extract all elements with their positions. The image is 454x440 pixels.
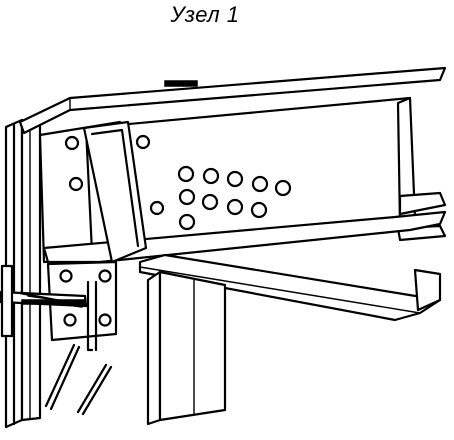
threaded-rod [0, 290, 88, 308]
column-splice-plate [0, 264, 14, 338]
drawing-title: Узел 1 [170, 2, 240, 27]
secondary-beam [138, 253, 442, 322]
beam-end-flange [398, 191, 447, 216]
gusset-bolts [64, 134, 165, 216]
anchor-rods [44, 280, 113, 416]
lower-support [146, 270, 227, 426]
beam-top-flange [18, 66, 447, 135]
beam-end-edge [396, 96, 412, 227]
end-plate-edge [90, 128, 140, 248]
end-plate [82, 120, 148, 264]
weld-mark-top [164, 80, 198, 87]
web-bolt-group [177, 165, 292, 231]
